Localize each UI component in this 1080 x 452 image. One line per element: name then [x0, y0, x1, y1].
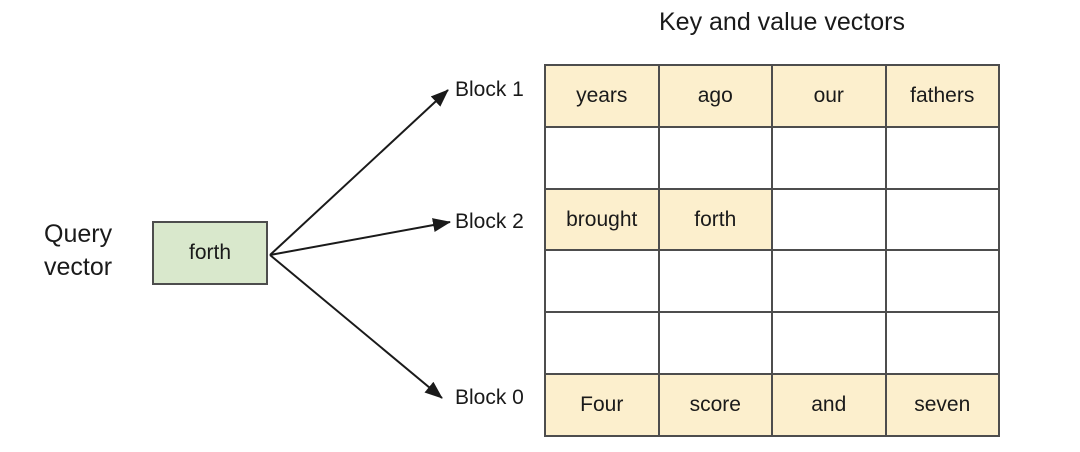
grid-cell-r4-c1[interactable]	[659, 313, 773, 376]
grid-cell-r3-c2[interactable]	[773, 251, 887, 314]
query-vector-token: forth	[188, 241, 232, 264]
grid-cell-r2-c0[interactable]: brought	[546, 189, 660, 252]
grid-cell-r1-c1[interactable]	[659, 127, 773, 190]
grid-cell-r1-c3[interactable]	[886, 127, 1000, 190]
grid-cell-r2-c2[interactable]	[773, 189, 887, 252]
arrow-to-block-2	[269, 218, 451, 256]
grid-cell-r0-c1[interactable]: ago	[659, 66, 773, 128]
grid-cell-r0-c0[interactable]: years	[546, 66, 660, 128]
query-vector-label: Query vector	[44, 218, 148, 284]
grid-cell-r5-c1[interactable]: score	[659, 375, 773, 437]
grid-cell-r5-c2[interactable]: and	[773, 375, 887, 437]
grid-cell-r2-c3[interactable]	[886, 189, 1000, 252]
grid-cell-r3-c3[interactable]	[886, 251, 1000, 314]
arrow-to-block-0	[269, 254, 443, 399]
block-label-1: Block 1	[455, 78, 524, 101]
query-vector-box[interactable]: forth	[152, 221, 268, 285]
grid-cell-r0-c2[interactable]: our	[773, 66, 887, 128]
grid-cell-r3-c1[interactable]	[659, 251, 773, 314]
grid-cell-r5-c3[interactable]: seven	[886, 375, 1000, 437]
diagram-title: Key and value vectors	[659, 8, 905, 36]
grid-cell-r1-c2[interactable]	[773, 127, 887, 190]
grid-cell-r4-c3[interactable]	[886, 313, 1000, 376]
block-label-2: Block 2	[455, 210, 524, 233]
grid-cell-r1-c0[interactable]	[546, 127, 660, 190]
query-vector-label-line2: vector	[44, 253, 113, 281]
grid-cell-r4-c0[interactable]	[546, 313, 660, 376]
query-vector-label-line1: Query	[44, 220, 113, 248]
grid-cell-r0-c3[interactable]: fathers	[886, 66, 1000, 128]
arrow-to-block-1	[269, 89, 449, 256]
grid-cell-r5-c0[interactable]: Four	[546, 375, 660, 437]
grid-cell-r3-c0[interactable]	[546, 251, 660, 314]
grid-cell-r4-c2[interactable]	[773, 313, 887, 376]
grid-cell-r2-c1[interactable]: forth	[659, 189, 773, 252]
block-label-0: Block 0	[455, 386, 524, 409]
